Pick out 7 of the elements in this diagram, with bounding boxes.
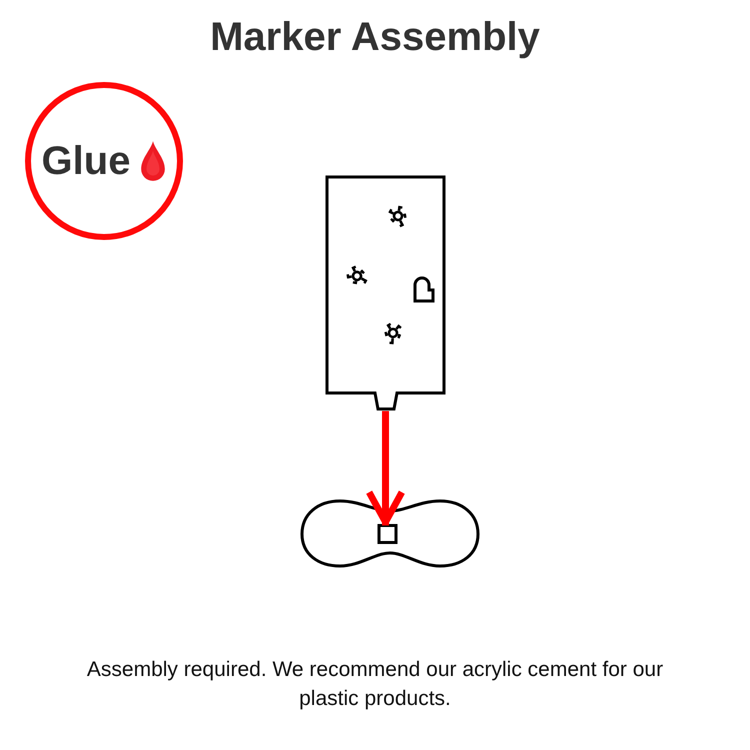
diagram-title: Marker Assembly	[209, 14, 541, 61]
bone-shaped-base	[300, 498, 480, 569]
caption-text: Assembly required. We recommend our acrylic cement for our plastic products.	[86, 657, 664, 712]
square-slot	[378, 524, 398, 544]
marker-body	[325, 175, 446, 411]
arrow	[366, 411, 406, 526]
glue-label: Glue	[42, 138, 130, 184]
